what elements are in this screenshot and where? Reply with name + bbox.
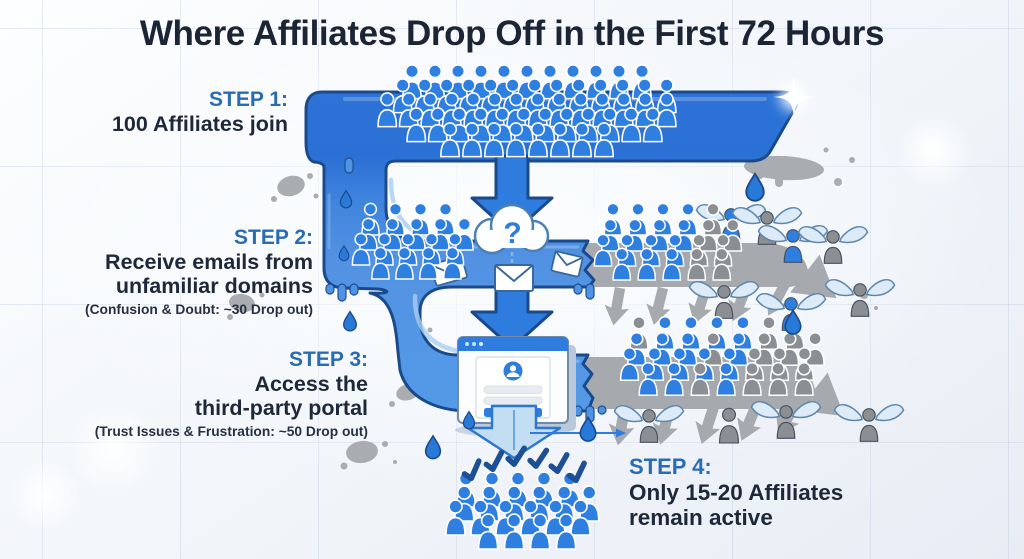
checkmark-icon [461,445,587,484]
envelope-icon [550,250,584,278]
step-4-label: STEP 4: [629,454,712,479]
sparkle-icon [773,76,939,157]
dropout-arrowhead [790,254,837,299]
portal-input-field [483,396,543,405]
step-4-text: STEP 4: Only 15-20 Affiliates remain act… [629,454,844,531]
funnel-body [304,90,798,413]
droplet-icon [338,172,802,460]
question-cloud-icon: ? [473,203,550,272]
branch-arrow-to-step4 [530,428,626,438]
step-2-heading: Receive emails from [105,249,313,274]
affiliate-crowd-icon [351,64,825,397]
background-glow [8,458,84,534]
step-3-heading: Access the [254,371,368,396]
page-title: Where Affiliates Drop Off in the First 7… [139,14,885,53]
question-mark: ? [503,217,521,250]
step-2-note: (Confusion & Doubt: ~30 Drop out) [85,302,313,318]
step-3-heading: third-party portal [194,396,368,420]
step-1-label: STEP 1: [209,88,288,111]
step-1-text: STEP 1: 100 Affiliates join [112,88,288,136]
background-glow [66,402,162,498]
envelope-icon [494,264,534,292]
step-2-label: STEP 2: [234,226,313,249]
step-4-heading: remain active [629,505,773,531]
pipe-highlight [412,293,461,354]
flow-arrow-step1-step2 [470,154,554,236]
step-3-note: (Trust Issues & Frustration: ~50 Drop ou… [94,424,368,440]
step-2-heading: unfamiliar domains [115,274,313,298]
remaining-affiliate-crowd [445,471,600,550]
portal-input-field [483,385,543,394]
step-3-text: STEP 3: Access the third-party portal (T… [95,348,368,439]
step-4-heading: Only 15-20 Affiliates [629,479,844,505]
step-2-text: STEP 2: Receive emails from unfamiliar d… [85,226,313,317]
step-1-heading: 100 Affiliates join [111,111,288,136]
step-3-label: STEP 3: [289,348,368,371]
